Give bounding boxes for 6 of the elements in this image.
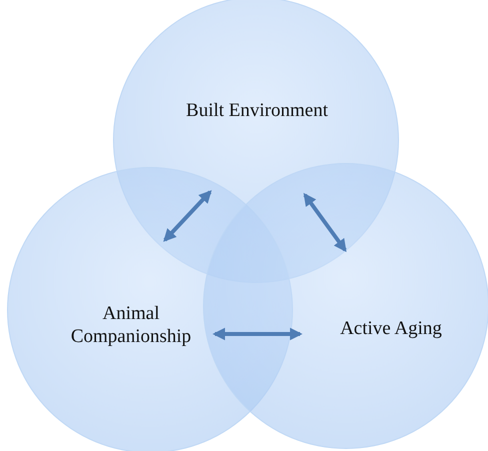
circle-label: Animal Companionship (70, 303, 192, 349)
circle-label: Built Environment (185, 100, 329, 122)
circle-label: Active Aging (339, 318, 443, 340)
double-arrow (303, 192, 347, 252)
double-arrow (163, 190, 212, 242)
double-arrow (212, 328, 303, 340)
